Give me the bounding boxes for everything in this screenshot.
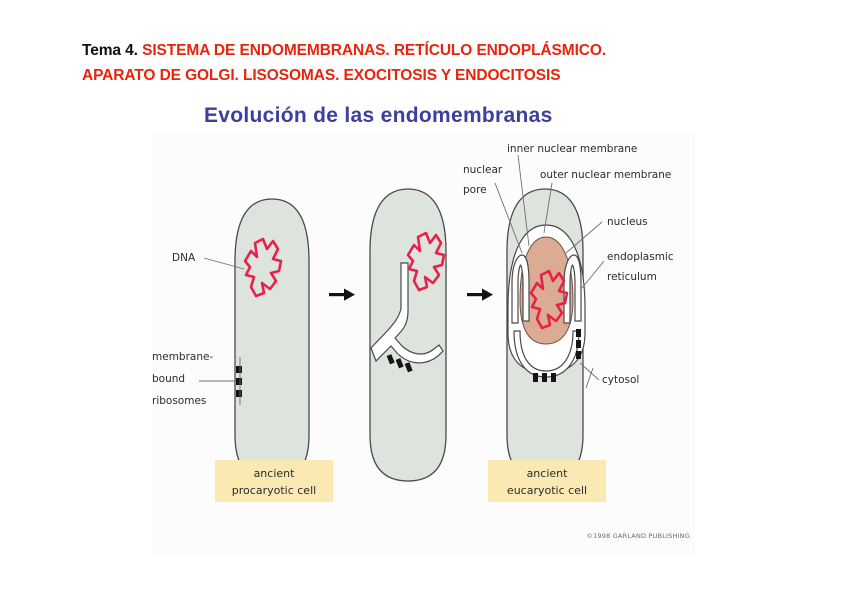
label-dna: DNA xyxy=(172,252,196,264)
label-membrane-bound-ribosomes-line-3: ribosomes xyxy=(152,395,206,407)
cytosol-leader-tail xyxy=(585,367,594,389)
caption-left-line-1: ancient xyxy=(254,467,296,480)
heading-line-2-text: APARATO DE GOLGI. LISOSOMAS. EXOCITOSIS … xyxy=(82,67,561,84)
dna-leader-line xyxy=(203,257,245,270)
cell-1-ribosome-3 xyxy=(236,390,242,397)
label-membrane-bound-ribosomes-line-2: bound xyxy=(152,373,185,385)
caption-right-line-1: ancient xyxy=(527,467,569,480)
cell-1-dna-strand xyxy=(243,237,283,298)
label-nucleus: nucleus xyxy=(607,216,648,228)
cell-2-invagination xyxy=(370,262,444,364)
cell-3-er-arm-left xyxy=(511,254,530,324)
cell-1-procaryotic xyxy=(215,198,333,502)
page-title: Evolución de las endomembranas xyxy=(204,104,553,127)
cell-2-ribosome-cluster xyxy=(386,354,413,373)
label-endoplasmic-reticulum-line-2: reticulum xyxy=(607,271,657,283)
cell-1-caption-box xyxy=(215,460,333,502)
cell-2-dna-strand xyxy=(406,231,446,292)
cell-3-er-arm-right xyxy=(563,254,582,324)
cell-3-dna-strand xyxy=(529,269,569,330)
inner-nuclear-membrane-leader xyxy=(517,154,530,247)
heading-line-1-text: SISTEMA DE ENDOMEMBRANAS. RETÍCULO ENDOP… xyxy=(142,42,607,59)
outer-nuclear-membrane-leader xyxy=(543,182,553,234)
label-nuclear-pore-line-1: nuclear xyxy=(463,164,503,176)
label-outer-nuclear-membrane: outer nuclear membrane xyxy=(540,169,671,181)
cell-1-ribosome-1 xyxy=(236,366,242,373)
endoplasmic-reticulum-leader xyxy=(581,260,605,289)
cytosol-leader xyxy=(579,362,600,381)
heading-line-1: Tema 4. SISTEMA DE ENDOMEMBRANAS. RETÍCU… xyxy=(82,38,772,63)
cell-3-eucaryotic xyxy=(488,188,606,502)
caption-left-line-2: procaryotic cell xyxy=(232,484,316,497)
cell-1-ribosome-2 xyxy=(236,378,242,385)
label-endoplasmic-reticulum-line-1: endoplasmic xyxy=(607,251,674,263)
cell-2-membrane xyxy=(369,188,447,482)
label-inner-nuclear-membrane: inner nuclear membrane xyxy=(507,143,637,155)
nuclear-pore-leader xyxy=(494,182,523,254)
caption-right-line-2: eucaryotic cell xyxy=(507,484,587,497)
heading-topic-number: Tema 4. xyxy=(82,42,138,59)
arrow-1 xyxy=(329,288,355,301)
cell-3-ribosome-cluster-right xyxy=(576,329,581,359)
figure-credit: ©1998 GARLAND PUBLISHING xyxy=(586,532,690,540)
cell-3-ribosome-cluster-bottom xyxy=(533,373,556,382)
heading-line-2: APARATO DE GOLGI. LISOSOMAS. EXOCITOSIS … xyxy=(82,63,772,88)
arrow-2 xyxy=(467,288,493,301)
slide-heading: Tema 4. SISTEMA DE ENDOMEMBRANAS. RETÍCU… xyxy=(82,38,772,88)
endomembrane-evolution-figure: DNA membrane- bound ribosomes xyxy=(152,133,695,555)
label-nuclear-pore-line-2: pore xyxy=(463,184,487,196)
label-cytosol: cytosol xyxy=(602,374,639,386)
cell-3-caption-box xyxy=(488,460,606,502)
cell-2-invaginating xyxy=(369,188,447,482)
label-membrane-bound-ribosomes-line-1: membrane- xyxy=(152,351,213,363)
nucleus-leader xyxy=(565,221,603,254)
